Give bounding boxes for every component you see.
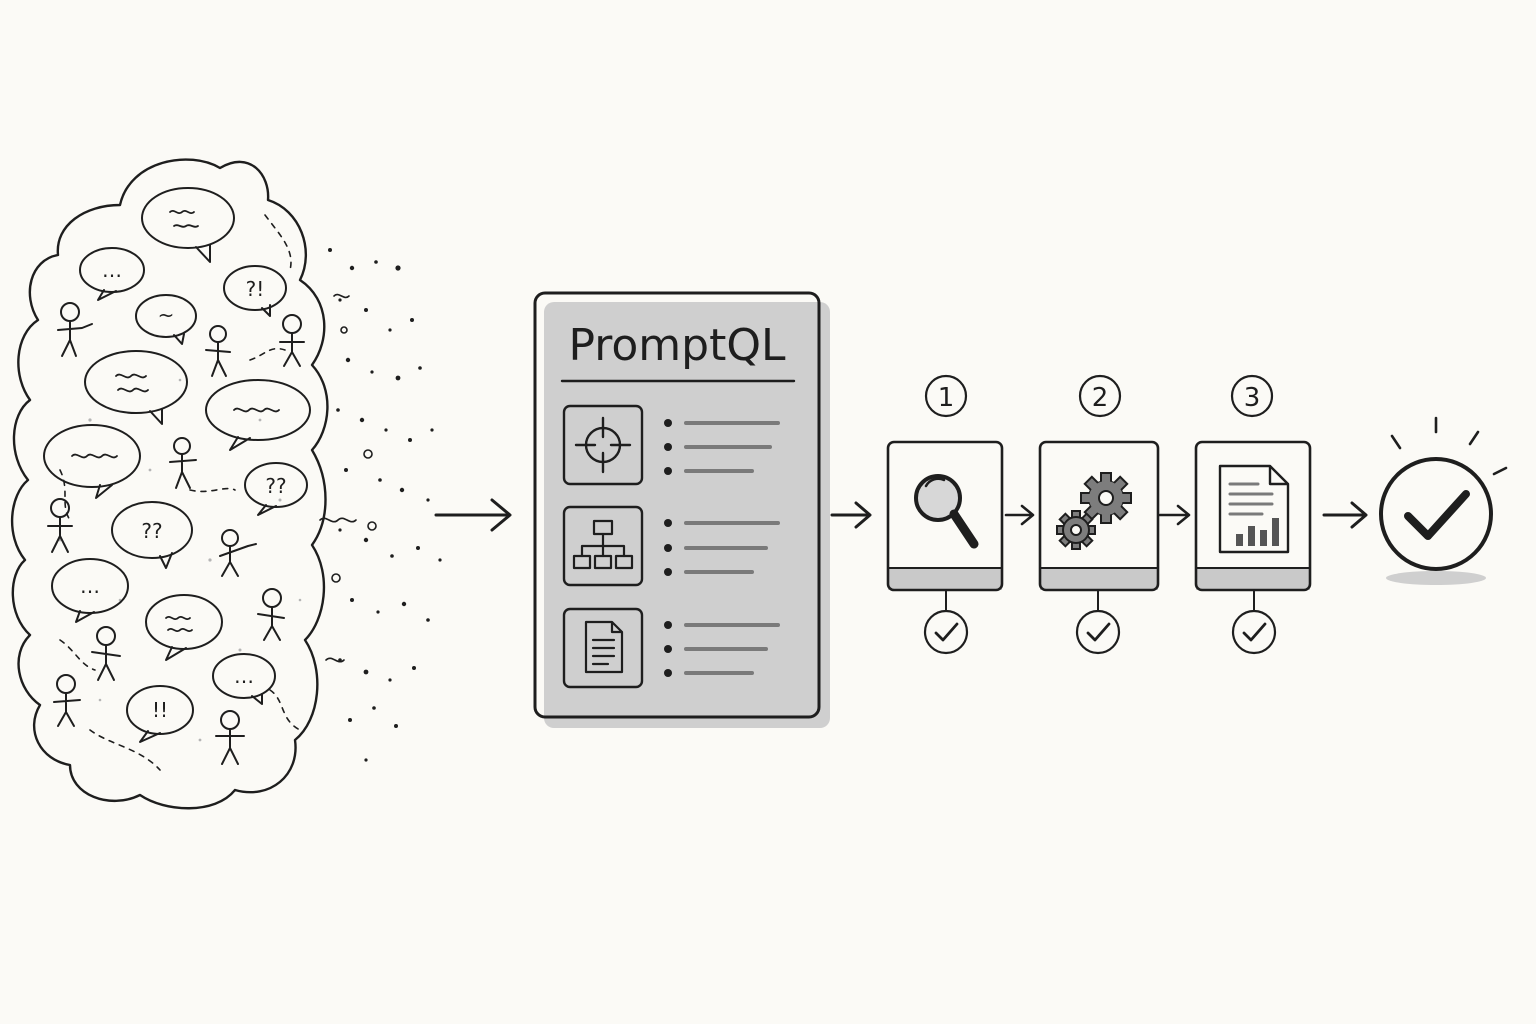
- speech-bubble-13: !!: [126, 685, 194, 743]
- final-success-check: [1379, 416, 1508, 585]
- cloud-squiggles: [59, 214, 301, 771]
- speech-bubble-10: …: [51, 558, 129, 623]
- speech-bubble-2: …: [79, 247, 145, 301]
- step-2: 2: [1038, 374, 1160, 655]
- step-3-number: 3: [1244, 383, 1261, 413]
- stick-figure: [57, 302, 93, 357]
- crosshair-target-icon: [562, 404, 644, 486]
- speech-bubble-9: ??: [111, 501, 193, 569]
- hierarchy-diagram-icon: [562, 505, 644, 587]
- gears-icon: [1056, 472, 1132, 550]
- section-1-bullets: [664, 419, 780, 475]
- step-2-number-badge: [1078, 374, 1122, 418]
- report-chart-icon: [1218, 464, 1290, 554]
- document-icon: [562, 607, 644, 689]
- bubble-text-8: !!: [152, 698, 168, 722]
- step-3: 3: [1194, 374, 1312, 655]
- speech-bubble-7: [43, 424, 141, 499]
- final-check-mark-icon: [1404, 490, 1470, 540]
- step-1-check-icon: [923, 609, 969, 655]
- speech-bubble-3: ?!: [223, 265, 287, 317]
- bubble-text-1: …: [102, 258, 122, 282]
- bubble-text-4: ??: [265, 474, 286, 498]
- step-1-number: 1: [938, 383, 955, 413]
- final-check-sparkle-icon: [1390, 416, 1508, 476]
- stick-figure: [205, 325, 231, 377]
- scatter-rings: [319, 293, 377, 663]
- panel-section-2: [562, 505, 780, 587]
- speech-bubble-12: …: [212, 653, 276, 705]
- speech-bubble-4: ~: [135, 294, 197, 345]
- final-check-shadow: [1386, 571, 1486, 585]
- bubble-text-3: ~: [158, 303, 175, 327]
- speech-bubble-6: [205, 379, 311, 451]
- arrow-step-2-to-step-3: [1158, 504, 1191, 526]
- step-2-check-icon: [1075, 609, 1121, 655]
- panel-section-3: [562, 607, 780, 689]
- panel-card: [533, 291, 821, 719]
- stick-figures: [47, 302, 305, 765]
- section-2-bullets: [664, 519, 780, 576]
- step-3-number-badge: [1230, 374, 1274, 418]
- bubble-text-7: …: [234, 664, 254, 688]
- stick-figure: [215, 710, 245, 765]
- stick-figure: [47, 498, 73, 553]
- step-1: 1: [886, 374, 1004, 655]
- stick-figure: [257, 588, 285, 641]
- stick-figure: [219, 529, 257, 577]
- arrow-panel-to-step-1: [830, 501, 872, 529]
- stick-figure: [279, 314, 305, 367]
- bubble-text-2: ?!: [246, 277, 265, 301]
- speech-bubble-11: [145, 594, 223, 661]
- arrow-step-3-to-result: [1322, 501, 1368, 529]
- promptql-panel: PromptQL: [533, 291, 830, 728]
- section-3-bullets: [664, 621, 780, 677]
- final-check-circle-icon: [1379, 457, 1493, 571]
- step-2-number: 2: [1092, 383, 1109, 413]
- speech-bubble-1: [141, 187, 235, 263]
- cloud-speckles: [58, 378, 302, 742]
- step-1-number-badge: [924, 374, 968, 418]
- scatter-particles: [328, 248, 442, 762]
- speech-bubble-8: ??: [244, 462, 308, 516]
- arrow-step-1-to-step-2: [1004, 504, 1035, 526]
- panel-title: PromptQL: [569, 320, 786, 371]
- stick-figure: [53, 674, 81, 727]
- bubble-text-6: …: [80, 574, 100, 598]
- step-1-band: [888, 568, 1002, 590]
- bubble-text-5: ??: [141, 519, 162, 543]
- panel-section-1: [562, 404, 780, 486]
- stick-figure: [91, 626, 121, 681]
- arrow-cloud-to-panel: [434, 498, 512, 532]
- step-3-check-icon: [1231, 609, 1277, 655]
- speech-bubble-5: [84, 350, 188, 425]
- chaotic-conversation-cloud: … ?! ~ ??: [11, 158, 442, 810]
- step-3-band: [1196, 568, 1310, 590]
- stick-figure: [169, 437, 197, 489]
- magnifying-glass-icon: [914, 474, 979, 549]
- panel-shadow: [544, 302, 830, 728]
- step-2-band: [1040, 568, 1158, 590]
